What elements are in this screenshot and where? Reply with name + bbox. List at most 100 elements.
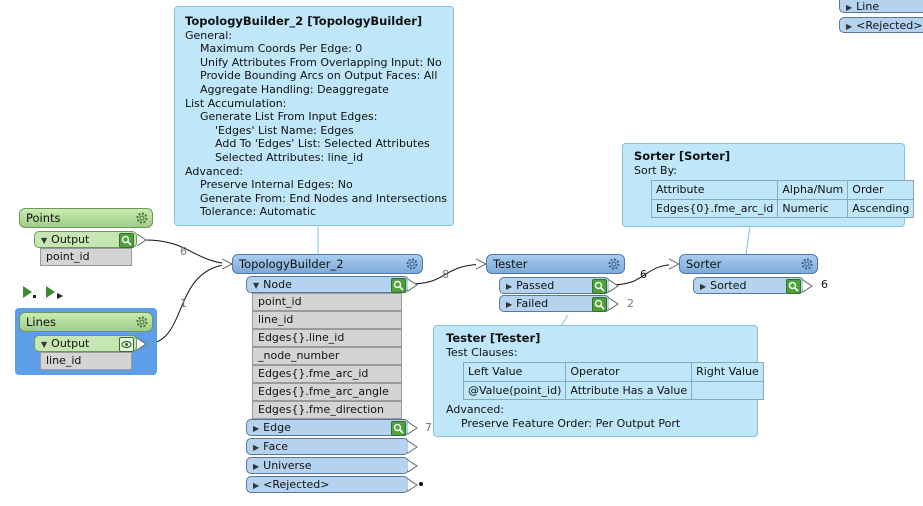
annotation-line: Selected Attributes: line_id — [215, 150, 364, 164]
wire-lines-to-topology — [145, 263, 236, 345]
universe-output-port[interactable]: ▶Universe — [246, 457, 409, 474]
output-arrow-icon — [408, 278, 418, 292]
annotation-line: Preserve Feature Order: Per Output Port — [461, 416, 681, 430]
output-arrow-icon — [137, 233, 147, 247]
transformer-title: TopologyBuilder_2 — [239, 257, 344, 271]
node-attribute: _node_number — [252, 347, 402, 365]
topologybuilder-annotation: TopologyBuilder_2 [TopologyBuilder] Gene… — [174, 6, 454, 226]
output-arrow-icon — [803, 279, 813, 293]
rejected-output-port[interactable]: ▶<Rejected> — [246, 476, 409, 493]
gear-icon[interactable] — [800, 257, 814, 271]
lines-output-port[interactable]: ▼Output — [34, 335, 137, 352]
tester-header[interactable]: Tester — [486, 254, 625, 274]
output-arrow-icon — [408, 440, 418, 454]
inspect-magnifier-icon[interactable] — [391, 278, 406, 293]
table-cell: Attribute — [650, 180, 779, 200]
lines-reader-header[interactable]: Lines — [19, 312, 153, 332]
reader-title: Lines — [26, 315, 56, 329]
table-cell: Left Value — [462, 362, 567, 382]
annotation-line: Advanced: — [185, 164, 244, 178]
expand-triangle-icon: ▶ — [846, 22, 853, 31]
collapse-triangle-icon: ▼ — [41, 236, 48, 245]
port-label: <Rejected> — [263, 478, 330, 491]
gear-icon[interactable] — [135, 211, 149, 225]
expand-triangle-icon: ▶ — [506, 300, 513, 309]
edge-feature-count: 7 — [425, 421, 432, 434]
output-arrow-icon — [408, 459, 418, 473]
port-label: <Rejected> — [856, 19, 923, 32]
inspect-magnifier-icon[interactable] — [119, 233, 134, 248]
transformer-title: Sorter — [686, 257, 722, 271]
table-cell: Attribute Has a Value — [565, 380, 693, 401]
edge-output-port[interactable]: ▶Edge — [246, 419, 409, 436]
topologybuilder-header[interactable]: TopologyBuilder_2 — [232, 254, 423, 274]
annotation-line: Provide Bounding Arcs on Output Faces: A… — [200, 69, 438, 83]
annotation-subtitle: Sort By: — [634, 163, 678, 177]
port-label: Passed — [516, 279, 555, 292]
table-cell: Operator — [565, 362, 693, 382]
table-cell: Right Value — [691, 362, 764, 382]
points-reader-header[interactable]: Points — [19, 208, 153, 228]
table-cell: Alpha/Num — [777, 180, 849, 200]
expand-triangle-icon: ▶ — [253, 443, 260, 452]
table-cell: Ascending — [847, 198, 915, 219]
points-attribute: point_id — [40, 248, 132, 266]
points-feature-count: 6 — [180, 245, 187, 258]
node-attribute: point_id — [252, 293, 402, 311]
output-arrow-icon — [609, 279, 619, 293]
annotation-line: Aggregate Handling: Deaggregate — [200, 82, 389, 96]
port-label: Universe — [263, 459, 312, 472]
node-attribute: line_id — [252, 311, 402, 329]
points-output-port[interactable]: ▼Output — [34, 231, 137, 248]
node-attribute: Edges{}.line_id — [252, 329, 402, 347]
sorted-feature-count: 6 — [821, 278, 828, 291]
annotation-line: Maximum Coords Per Edge: 0 — [200, 42, 363, 56]
corner-rejected-port[interactable]: ▶<Rejected> — [839, 17, 923, 33]
inspect-magnifier-icon[interactable] — [391, 421, 406, 436]
output-arrow-icon — [408, 421, 418, 435]
expand-triangle-icon: ▶ — [253, 481, 260, 490]
inspect-magnifier-icon[interactable] — [592, 279, 607, 294]
run-to-here-icon[interactable] — [23, 286, 36, 298]
annotation-line: List Accumulation: — [185, 96, 287, 110]
lines-attribute: line_id — [40, 352, 132, 370]
annotation-line: Generate From: End Nodes and Intersectio… — [200, 191, 448, 205]
port-label: Line — [856, 0, 880, 13]
node-output-port[interactable]: ▼Node — [246, 276, 409, 293]
table-cell: Order — [847, 180, 915, 200]
expand-triangle-icon: ▶ — [846, 3, 853, 12]
table-cell: Edges{0}.fme_arc_id — [650, 198, 779, 219]
node-feature-count: 8 — [442, 268, 449, 281]
table-cell: @Value(point_id) — [462, 380, 567, 401]
failed-output-port[interactable]: ▶Failed — [499, 295, 610, 312]
annotation-line: Tolerance: Automatic — [200, 205, 317, 219]
face-output-port[interactable]: ▶Face — [246, 438, 409, 455]
sorted-output-port[interactable]: ▶Sorted — [693, 277, 804, 294]
annotation-title: Tester [Tester] — [446, 331, 541, 345]
annotation-line: Add To 'Edges' List: Selected Attributes — [215, 137, 430, 151]
transformer-title: Tester — [493, 257, 528, 271]
output-arrow-icon — [609, 297, 619, 311]
sorter-header[interactable]: Sorter — [679, 254, 818, 274]
port-label: Edge — [263, 421, 291, 434]
gear-icon[interactable] — [135, 315, 149, 329]
expand-triangle-icon: ▶ — [700, 282, 707, 291]
inspect-magnifier-icon[interactable] — [592, 297, 607, 312]
port-label: Output — [51, 233, 90, 246]
inspect-magnifier-icon[interactable] — [786, 279, 801, 294]
passed-output-port[interactable]: ▶Passed — [499, 277, 610, 294]
gear-icon[interactable] — [607, 257, 621, 271]
table-cell — [691, 380, 764, 401]
corner-line-port[interactable]: ▶Line — [839, 0, 923, 13]
eye-icon[interactable] — [119, 337, 134, 352]
node-attribute: Edges{}.fme_direction — [252, 401, 402, 419]
rejected-connector-dot — [419, 482, 423, 486]
gear-icon[interactable] — [405, 257, 419, 271]
annotation-title: TopologyBuilder_2 [TopologyBuilder] — [185, 14, 423, 28]
collapse-triangle-icon: ▼ — [253, 281, 260, 290]
annotation-subtitle: Test Clauses: — [446, 345, 518, 359]
annotation-line: Unify Attributes From Overlapping Input:… — [200, 55, 442, 69]
node-attribute: Edges{}.fme_arc_id — [252, 365, 402, 383]
run-from-here-icon[interactable] — [46, 286, 63, 299]
reader-title: Points — [26, 211, 61, 225]
